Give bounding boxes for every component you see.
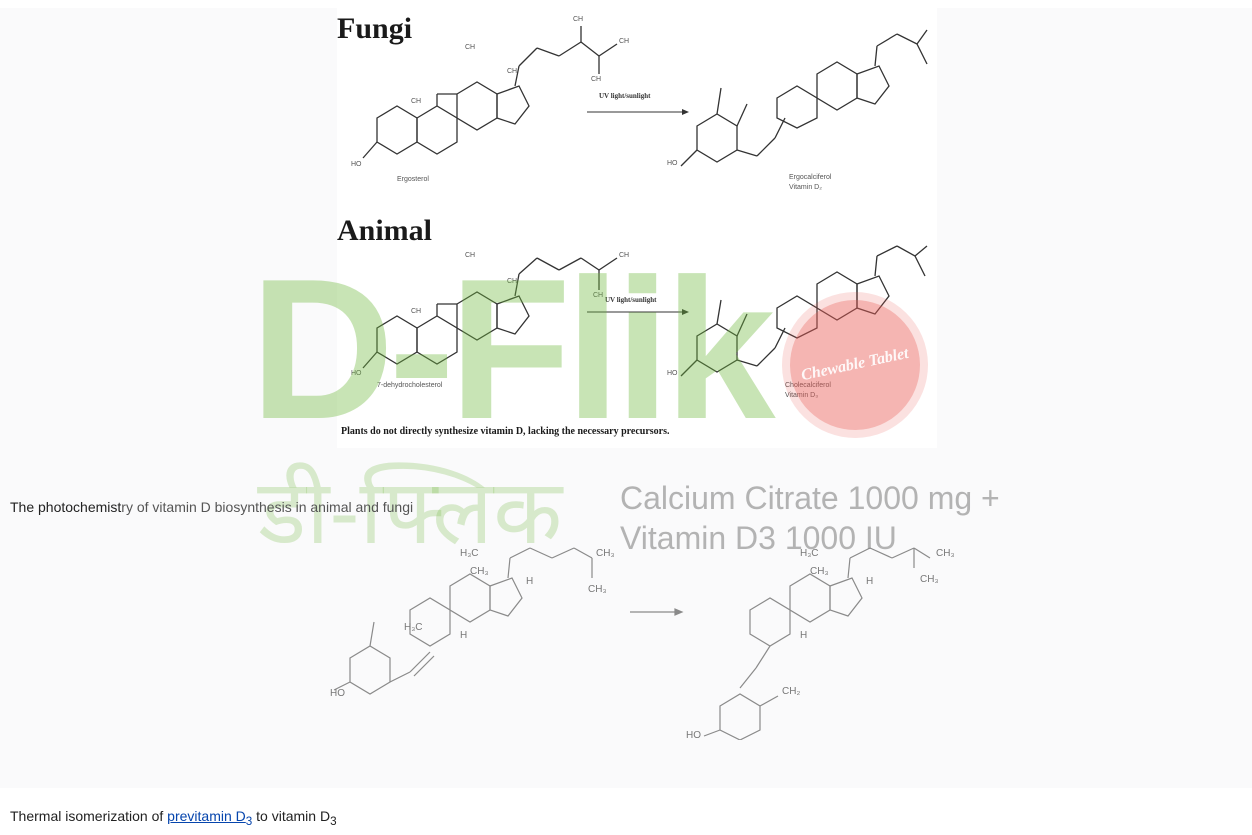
brand-watermark: D-Flik: [250, 238, 776, 461]
isomerization-figure: H₃C H₃C CH₃ H CH₃ CH₃ H HO H₃C CH₃ H CH₃…: [330, 530, 990, 741]
h3c-label: H₃C: [404, 622, 423, 633]
isomerization-drawing: [333, 547, 931, 740]
ch-label: CH: [507, 278, 518, 285]
figure-caption-photochemistry: The photochemistry of vitamin D biosynth…: [10, 499, 413, 515]
caption-bold-part: The photochemist: [10, 499, 122, 515]
caption-subscript: 3: [330, 814, 337, 828]
ch-label: CH: [573, 16, 584, 23]
ch-label: CH: [411, 308, 422, 315]
ch-label: CH: [619, 252, 630, 259]
product-line-1: Calcium Citrate 1000 mg +: [620, 480, 1000, 516]
vitamin-d2-label: Vitamin D₂: [789, 184, 822, 191]
fungi-heading: Fungi: [337, 12, 413, 45]
ch3-label: CH₃: [936, 548, 955, 559]
ch-label: CH: [591, 76, 602, 83]
ch-label: CH: [411, 98, 422, 105]
ergocalciferol-label: Ergocalciferol: [789, 174, 832, 181]
plants-note: Plants do not directly synthesize vitami…: [341, 426, 670, 437]
ch-label: CH: [465, 44, 476, 51]
hindi-watermark: डी-फ्लिक: [258, 463, 563, 563]
h-label: H: [866, 576, 874, 587]
ch-label: CH: [507, 68, 518, 75]
ch-label: CH: [465, 252, 476, 259]
h3c-label: H₃C: [800, 548, 819, 559]
vitamin-d3-label: Vitamin D₃: [785, 392, 819, 399]
link-text[interactable]: previtamin D: [167, 808, 246, 824]
ho-label: HO: [667, 370, 678, 377]
product-line-2: Vitamin D3 1000 IU: [620, 520, 897, 556]
ho-label: HO: [686, 730, 701, 741]
structure-drawings: [362, 26, 928, 377]
caption-rest: ry of vitamin D biosynthesis in animal a…: [121, 499, 414, 515]
caption-middle: to vitamin D: [252, 808, 331, 824]
figure-caption-isomerization: Thermal isomerization of previtamin D3 t…: [10, 808, 337, 828]
caption-prefix: Thermal isomerization of: [10, 808, 168, 824]
animal-arrow-label: UV light/sunlight: [605, 296, 657, 304]
h-label: H: [526, 576, 534, 587]
biosynthesis-figure: Fungi Animal: [337, 8, 937, 448]
ch3-label: CH₃: [588, 584, 607, 595]
link-subscript[interactable]: 3: [245, 814, 253, 828]
previtamin-d3-link[interactable]: previtamin D3: [167, 808, 252, 828]
ch3-label: CH₃: [920, 574, 939, 585]
ch-label: CH: [619, 38, 630, 45]
h3c-label: H₃C: [460, 548, 479, 559]
animal-heading: Animal: [337, 214, 433, 247]
ch3-label: CH₃: [470, 566, 489, 577]
ch-label: CH: [593, 292, 604, 299]
ho-label: HO: [351, 370, 362, 377]
fungi-arrow-label: UV light/sunlight: [599, 92, 651, 100]
ch2-label: CH₂: [782, 686, 801, 697]
ch3-label: CH₃: [810, 566, 829, 577]
h-label: H: [460, 630, 468, 641]
ho-label: HO: [667, 160, 678, 167]
ergosterol-label: Ergosterol: [397, 176, 429, 183]
product-watermark: Calcium Citrate 1000 mg + Vitamin D3 100…: [620, 478, 1000, 558]
cholecalciferol-label: Cholecalciferol: [785, 382, 831, 389]
ho-label: HO: [330, 688, 345, 699]
ho-label: HO: [351, 161, 362, 168]
h-label: H: [800, 630, 808, 641]
ch3-label: CH₃: [596, 548, 615, 559]
dehydrocholesterol-label: 7-dehydrocholesterol: [377, 382, 443, 389]
